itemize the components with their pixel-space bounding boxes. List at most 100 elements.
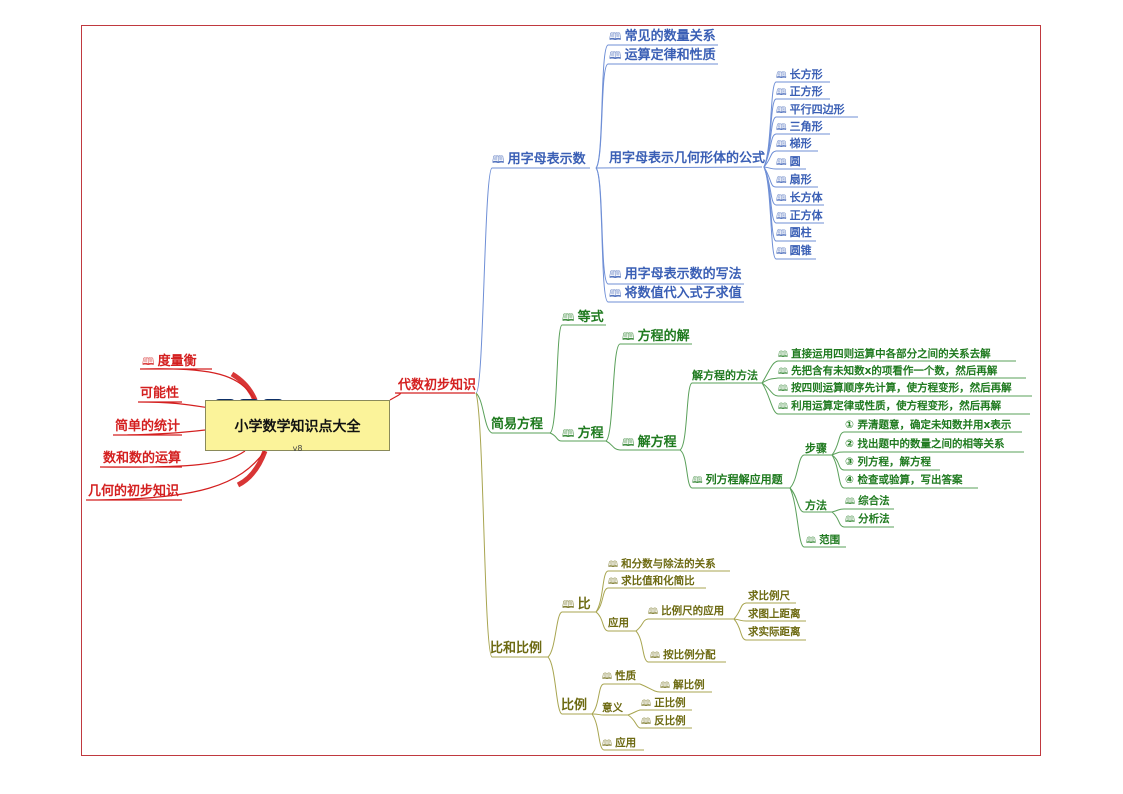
method-item[interactable]: 🕮利用运算定律或性质，使方程变形，然后再解 bbox=[778, 400, 1002, 412]
book-icon: 🕮 bbox=[562, 598, 575, 611]
book-icon: 🕮 bbox=[776, 212, 787, 222]
shape-item[interactable]: 🕮圆柱 bbox=[776, 226, 812, 239]
topic-statistics[interactable]: 简单的统计 bbox=[115, 419, 181, 434]
book-icon: 🕮 bbox=[776, 123, 787, 133]
book-icon: 🕮 bbox=[492, 153, 505, 166]
book-icon: 🕮 bbox=[776, 88, 787, 98]
topic-meaning[interactable]: 意义 bbox=[602, 702, 623, 714]
method-item[interactable]: 🕮先把含有未知数x的项看作一个数，然后再解 bbox=[778, 365, 998, 377]
topic-measurement[interactable]: 🕮度量衡 bbox=[142, 354, 197, 369]
book-icon: 🕮 bbox=[776, 229, 787, 239]
scale-item[interactable]: 求实际距离 bbox=[748, 626, 801, 638]
book-icon: 🕮 bbox=[602, 739, 613, 749]
topic-steps[interactable]: 步骤 bbox=[805, 442, 827, 455]
book-icon: 🕮 bbox=[609, 49, 622, 62]
topic-relations[interactable]: 🕮常见的数量关系 bbox=[609, 29, 716, 44]
topic-distribution[interactable]: 🕮按比例分配 bbox=[650, 649, 716, 661]
scale-item[interactable]: 求比例尺 bbox=[748, 590, 790, 602]
method-item[interactable]: 🕮直接运用四则运算中各部分之间的关系去解 bbox=[778, 348, 991, 360]
link-left-1 bbox=[137, 401, 211, 409]
root-version: v8 bbox=[292, 444, 303, 453]
topic-algebra[interactable]: 代数初步知识 bbox=[398, 378, 477, 393]
book-icon: 🕮 bbox=[648, 607, 659, 617]
approach-item[interactable]: 🕮分析法 bbox=[845, 513, 890, 525]
book-icon: 🕮 bbox=[778, 384, 789, 394]
book-icon: 🕮 bbox=[650, 651, 661, 661]
book-icon: 🕮 bbox=[608, 577, 619, 587]
book-icon: 🕮 bbox=[778, 367, 789, 377]
step-item[interactable]: ① 弄清题意，确定未知数并用x表示 bbox=[845, 419, 1012, 431]
scale-item[interactable]: 求图上距离 bbox=[748, 608, 801, 620]
book-icon: 🕮 bbox=[562, 427, 575, 440]
root-title: 小学数学知识点大全 bbox=[234, 419, 361, 435]
book-icon: 🕮 bbox=[776, 194, 787, 204]
book-icon: 🕮 bbox=[641, 717, 652, 727]
shape-item[interactable]: 🕮圆 bbox=[776, 155, 801, 168]
topic-equality[interactable]: 🕮等式 bbox=[562, 310, 604, 325]
book-icon: 🕮 bbox=[692, 476, 703, 486]
book-icon: 🕮 bbox=[778, 350, 789, 360]
meaning-item[interactable]: 🕮正比例 bbox=[641, 697, 686, 709]
book-icon: 🕮 bbox=[660, 681, 671, 691]
topic-geometry[interactable]: 几何的初步知识 bbox=[88, 484, 180, 499]
topic-word-problems[interactable]: 🕮列方程解应用题 bbox=[692, 473, 783, 486]
shape-item[interactable]: 🕮平行四边形 bbox=[776, 103, 845, 116]
book-icon: 🕮 bbox=[776, 71, 787, 81]
book-icon: 🕮 bbox=[776, 106, 787, 116]
ratio-item[interactable]: 🕮和分数与除法的关系 bbox=[608, 558, 716, 570]
shape-item[interactable]: 🕮梯形 bbox=[776, 137, 812, 150]
shape-item[interactable]: 🕮三角形 bbox=[776, 120, 823, 133]
step-item[interactable]: ③ 列方程，解方程 bbox=[845, 456, 932, 468]
step-item[interactable]: ② 找出题中的数量之间的相等关系 bbox=[845, 438, 1005, 450]
book-icon: 🕮 bbox=[776, 158, 787, 168]
canvas-frame bbox=[81, 25, 1041, 756]
ratio-item[interactable]: 🕮求比值和化简比 bbox=[608, 575, 695, 587]
topic-simple-equations[interactable]: 简易方程 bbox=[491, 417, 544, 432]
shape-item[interactable]: 🕮长方形 bbox=[776, 68, 823, 81]
book-icon: 🕮 bbox=[845, 515, 856, 525]
topic-scale-application[interactable]: 🕮比例尺的应用 bbox=[648, 605, 725, 617]
topic-substitute[interactable]: 🕮将数值代入式子求值 bbox=[609, 286, 742, 301]
topic-ratio[interactable]: 🕮比 bbox=[562, 597, 591, 612]
shape-item[interactable]: 🕮正方形 bbox=[776, 85, 823, 98]
step-item[interactable]: ④ 检查或验算，写出答案 bbox=[845, 474, 963, 486]
shape-item[interactable]: 🕮长方体 bbox=[776, 191, 823, 204]
topic-solving[interactable]: 🕮解方程 bbox=[622, 435, 677, 450]
topic-proportion[interactable]: 比例 bbox=[561, 698, 588, 713]
book-icon: 🕮 bbox=[776, 247, 787, 257]
shape-item[interactable]: 🕮圆锥 bbox=[776, 244, 812, 257]
book-icon: 🕮 bbox=[778, 402, 789, 412]
link-right-algebra bbox=[389, 392, 475, 401]
shape-item[interactable]: 🕮正方体 bbox=[776, 209, 823, 222]
meaning-item[interactable]: 🕮反比例 bbox=[641, 715, 686, 727]
topic-approaches[interactable]: 方法 bbox=[805, 499, 827, 512]
book-icon: 🕮 bbox=[609, 287, 622, 300]
book-icon: 🕮 bbox=[609, 268, 622, 281]
book-icon: 🕮 bbox=[641, 699, 652, 709]
topic-writing[interactable]: 🕮用字母表示数的写法 bbox=[609, 267, 742, 282]
book-icon: 🕮 bbox=[776, 140, 787, 150]
topic-solving-methods[interactable]: 解方程的方法 bbox=[692, 369, 758, 382]
topic-numbers-operations[interactable]: 数和数的运算 bbox=[103, 451, 182, 466]
link-left-2 bbox=[112, 429, 206, 436]
link-left-3 bbox=[99, 450, 246, 468]
approach-item[interactable]: 🕮综合法 bbox=[845, 495, 890, 507]
topic-scope[interactable]: 🕮范围 bbox=[806, 534, 841, 546]
topic-solve-proportion[interactable]: 🕮解比例 bbox=[660, 679, 705, 691]
topic-letters[interactable]: 🕮用字母表示数 bbox=[492, 152, 586, 167]
topic-formulas[interactable]: 用字母表示几何形体的公式 bbox=[609, 151, 766, 166]
topic-laws[interactable]: 🕮运算定律和性质 bbox=[609, 48, 716, 63]
topic-ratio-application[interactable]: 应用 bbox=[608, 617, 629, 629]
method-item[interactable]: 🕮按四则运算顺序先计算，使方程变形，然后再解 bbox=[778, 382, 1012, 394]
root-topic[interactable]: 小学数学知识点大全 v8 bbox=[205, 400, 390, 453]
shape-item[interactable]: 🕮扇形 bbox=[776, 173, 812, 186]
book-icon: 🕮 bbox=[845, 497, 856, 507]
topic-property[interactable]: 🕮性质 bbox=[602, 670, 637, 682]
topic-proportion-application[interactable]: 🕮应用 bbox=[602, 737, 637, 749]
topic-equation-solution[interactable]: 🕮方程的解 bbox=[622, 329, 690, 344]
book-icon: 🕮 bbox=[622, 330, 635, 343]
topic-probability[interactable]: 可能性 bbox=[140, 386, 180, 401]
topic-equation[interactable]: 🕮方程 bbox=[562, 426, 604, 441]
book-icon: 🕮 bbox=[608, 560, 619, 570]
topic-ratio-proportion[interactable]: 比和比例 bbox=[490, 641, 543, 656]
